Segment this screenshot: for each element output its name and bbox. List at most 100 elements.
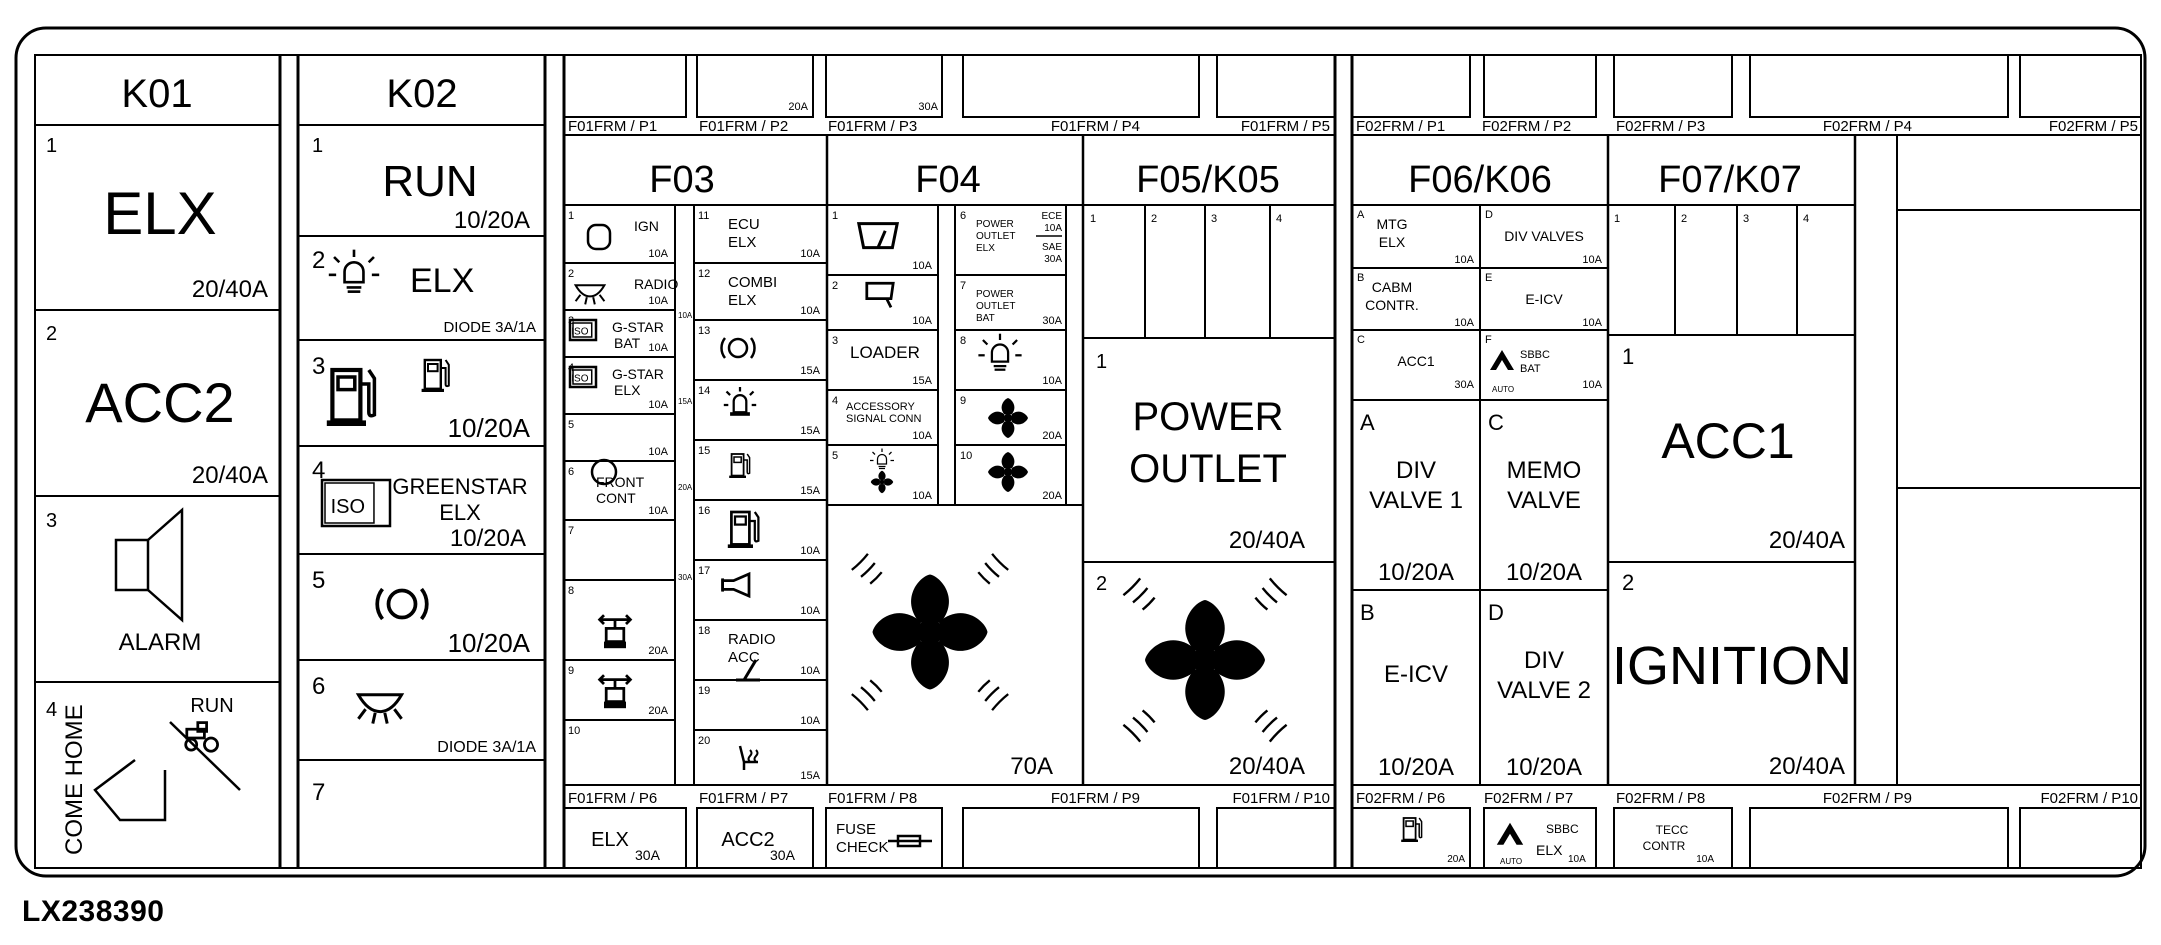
fuse-number: 8	[960, 335, 966, 347]
fuse-rating: 10A	[1582, 317, 1602, 329]
fuse-number: 13	[698, 325, 710, 337]
fuse-rating: 10A	[1696, 854, 1714, 865]
cell-border	[1351, 54, 1471, 118]
grid-lines	[14, 26, 2147, 878]
k02-title: K02	[386, 72, 457, 116]
fuse-label: G-STAR	[612, 319, 664, 335]
fuse-label2: ELX	[728, 234, 756, 251]
slot-number: 4	[46, 699, 57, 721]
fuse-label2: SIGNAL CONN	[846, 413, 921, 425]
fuse-number: A	[1357, 209, 1365, 221]
cell-border	[1216, 54, 1336, 118]
auto-icon	[1490, 350, 1514, 370]
cell-border	[696, 54, 814, 118]
fuel-pump-icon	[728, 453, 751, 479]
slot-number: 1	[1614, 213, 1620, 225]
f07-slot1-label: ACC1	[1661, 413, 1794, 469]
cell-border	[1749, 54, 2009, 118]
fuse-rating: 10A	[800, 248, 820, 260]
f05-slot1-rating: 20/40A	[1229, 527, 1305, 554]
iso-badge-frame	[320, 478, 392, 528]
fuse-rating: 10A	[912, 490, 932, 502]
fuse-number: D	[1485, 209, 1493, 221]
fuse-check-label2: CHECK	[836, 839, 889, 856]
fuse-label: MTG	[1376, 216, 1407, 232]
f07-slot2-label: IGNITION	[1612, 636, 1852, 696]
slot-number: 7	[312, 779, 325, 806]
fuse-number: 9	[960, 395, 966, 407]
fuse-rating: 20A	[788, 101, 808, 113]
horn-icon	[721, 572, 751, 598]
k02-slot4-label: GREENSTAR	[392, 474, 527, 499]
tractor-icon	[184, 721, 219, 753]
f06-title: F06/K06	[1408, 159, 1552, 201]
fuse-label: ACC1	[1397, 353, 1435, 369]
fuse-label2: ELX	[614, 382, 641, 398]
fan-icon	[988, 398, 1028, 438]
fuse-label: RADIO	[728, 631, 776, 648]
fuse-label2: OUTLET	[976, 301, 1015, 312]
fuse-label: IGN	[634, 218, 659, 234]
f07-title: F07/K07	[1658, 159, 1802, 201]
connector-label: F02FRM / P8	[1616, 790, 1705, 807]
fuse-number: 10	[960, 450, 972, 462]
fuse-number: 17	[698, 565, 710, 577]
sun-icon	[869, 447, 895, 470]
fuse-rating: 10A	[648, 248, 668, 260]
fuse-rating: 10A	[648, 446, 668, 458]
fuse-rating: 10A	[912, 430, 932, 442]
fuel-pump-icon	[726, 510, 760, 550]
cell-border	[696, 807, 814, 869]
fuse-number: 12	[698, 268, 710, 280]
icons	[93, 222, 1524, 848]
fuse-label: SBBC	[1546, 822, 1579, 836]
lighter-icon	[736, 659, 760, 682]
speaker-icon	[114, 538, 150, 592]
fuse-rating: 15A	[912, 375, 932, 387]
k02-slot4-label2: ELX	[439, 500, 481, 525]
fuse-label2: ELX	[1536, 842, 1563, 858]
fuse-label: CABM	[1372, 279, 1412, 295]
fuse-rating: 10A	[1044, 223, 1062, 234]
fuse-number: 6	[568, 466, 574, 478]
f06-label: MEMO	[1507, 457, 1582, 484]
connector-label: F01FRM / P5	[1241, 118, 1330, 135]
fuse-label2: ELX	[1379, 234, 1406, 250]
k02-slot3-rating: 10/20A	[448, 413, 531, 443]
slot-number: 3	[46, 510, 57, 532]
fuse-number: C	[1357, 334, 1365, 346]
fuse-rating: 10A	[1568, 854, 1586, 865]
fuse-rating: 10A	[648, 295, 668, 307]
fuse-rating: 30A	[678, 573, 693, 582]
k02-slot4-rating: 10/20A	[450, 525, 526, 552]
slot-number: 3	[1211, 213, 1217, 225]
gauge-icon	[590, 458, 618, 486]
fuse-icon	[896, 834, 922, 848]
f04-big-rating: 70A	[1010, 753, 1053, 780]
fuse-label3: ELX	[976, 243, 995, 254]
fuse-label2: BAT	[614, 335, 641, 351]
fuse-rating: 30A	[635, 847, 661, 863]
fuse-rating: 10A	[800, 715, 820, 727]
cell-border	[1749, 807, 2009, 869]
fuse-rating: 10A	[1582, 379, 1602, 391]
f06-rating: 10/20A	[1506, 754, 1582, 781]
fuse-rating: 10A	[1454, 254, 1474, 266]
speaker-icon	[147, 507, 184, 623]
fuse-number: 11	[698, 210, 709, 222]
slot-number: 1	[1622, 344, 1634, 369]
cell-border	[962, 807, 1200, 869]
slot-number: 5	[312, 567, 325, 594]
fuse-label: TECC	[1656, 823, 1689, 837]
fuse-number: 18	[698, 625, 710, 637]
fuse-label3: BAT	[976, 313, 995, 324]
slot-number: 4	[312, 457, 325, 484]
cell-border	[825, 807, 943, 869]
dome-lamp-icon	[356, 693, 404, 726]
fuse-number: 4	[832, 395, 838, 407]
f07-slot1-rating: 20/40A	[1769, 527, 1845, 554]
k01-slot2-label: ACC2	[85, 371, 234, 434]
f06-label2: VALVE	[1507, 487, 1581, 514]
fuse-label: ACCESSORY	[846, 401, 916, 413]
